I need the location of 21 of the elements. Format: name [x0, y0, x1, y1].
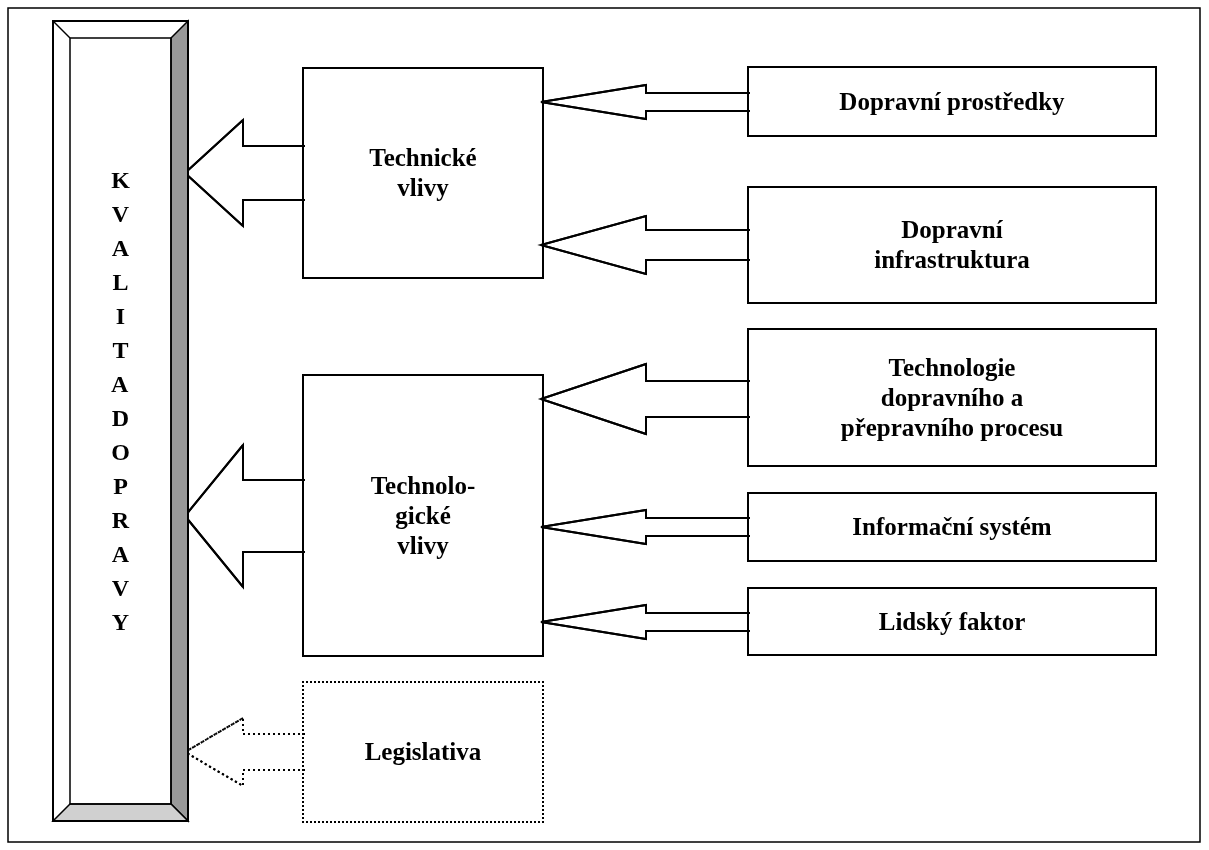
node-label: Dopravní prostředky [839, 86, 1065, 117]
node-label: Technické vlivy [368, 143, 478, 203]
process-box [747, 66, 1157, 137]
process-box [747, 328, 1157, 467]
node-label: Technologie dopravního a přepravního procesu [839, 352, 1065, 443]
node-label: Lidský faktor [878, 606, 1026, 637]
block-arrow [540, 508, 751, 546]
node-label: Technolo- gické vlivy [369, 470, 477, 561]
block-arrow [540, 214, 751, 276]
process-box [302, 67, 544, 279]
node-label: Legislativa [364, 737, 482, 767]
process-box [747, 492, 1157, 562]
process-box [302, 681, 544, 823]
block-arrow [540, 362, 751, 436]
node-label: Informační systém [852, 512, 1052, 542]
process-box [302, 374, 544, 657]
process-box [747, 186, 1157, 304]
process-box [747, 587, 1157, 656]
node-label: Dopravní infrastruktura [873, 215, 1031, 275]
block-arrow [540, 83, 751, 121]
block-arrow [540, 603, 751, 641]
